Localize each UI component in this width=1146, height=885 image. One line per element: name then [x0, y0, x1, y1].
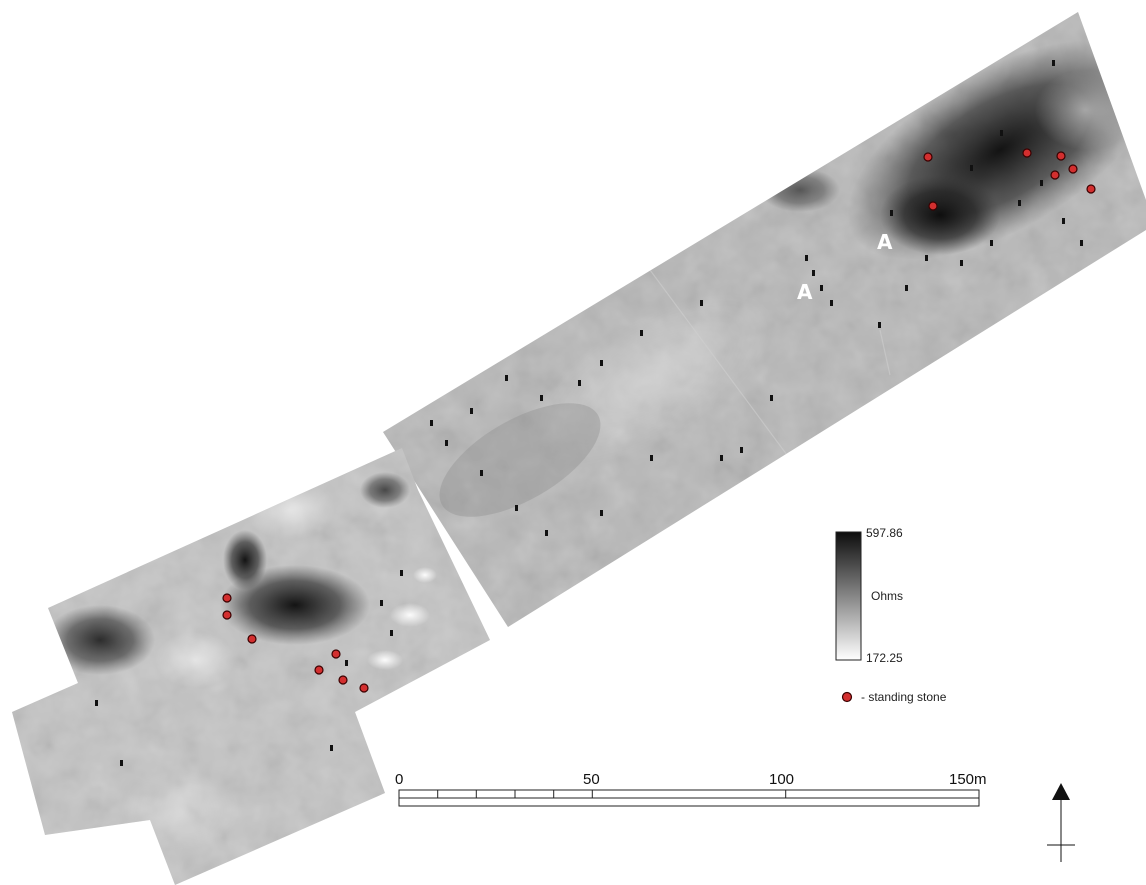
- standing-stone-marker: [331, 649, 341, 659]
- legend-standing-stone-label: - standing stone: [861, 690, 947, 704]
- standing-stone-marker: [338, 675, 348, 685]
- standing-stone-marker: [1056, 151, 1066, 161]
- standing-stone-marker: [359, 683, 369, 693]
- legend-max-value: 597.86: [866, 526, 903, 540]
- scale-label-50: 50: [583, 771, 600, 788]
- legend-unit: Ohms: [871, 589, 904, 603]
- standing-stone-marker: [1050, 170, 1060, 180]
- feature-label-a: A: [797, 280, 813, 304]
- standing-stone-marker: [923, 152, 933, 162]
- scale-label-150m: 150m: [949, 771, 987, 788]
- standing-stone-icon: [841, 691, 853, 703]
- scale-label-100: 100: [769, 771, 795, 788]
- scale-bar: [398, 789, 980, 807]
- survey-block-main: [383, 12, 1146, 627]
- scale-label-0: 0: [395, 771, 404, 788]
- standing-stone-marker: [247, 634, 257, 644]
- standing-stone-marker: [1068, 164, 1078, 174]
- standing-stone-marker: [1086, 184, 1096, 194]
- north-arrow-icon: [1047, 783, 1075, 862]
- standing-stone-marker: [314, 665, 324, 675]
- standing-stones: [222, 148, 1096, 693]
- standing-stone-marker: [928, 201, 938, 211]
- standing-stone-marker: [222, 610, 232, 620]
- standing-stone-marker: [222, 593, 232, 603]
- survey-block-left: [12, 448, 490, 885]
- legend-min-value: 172.25: [866, 651, 903, 665]
- standing-stone-marker: [1022, 148, 1032, 158]
- feature-label-a: A: [877, 230, 893, 254]
- legend-color-ramp: [835, 531, 862, 661]
